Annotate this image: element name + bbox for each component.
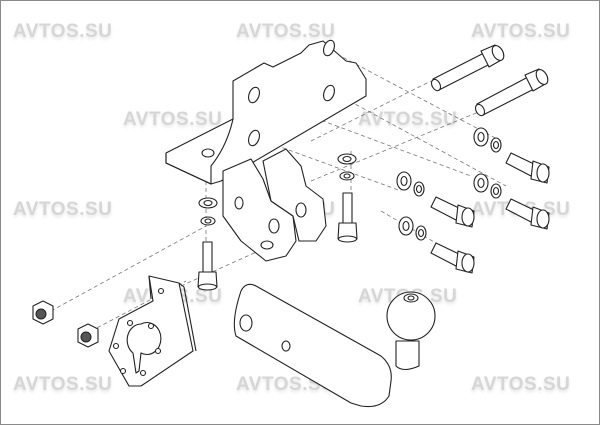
washer-set-3 — [396, 171, 425, 197]
washer-set-6 — [198, 197, 218, 226]
watermark-text: AVTOS.SU — [13, 199, 113, 220]
watermark-text: AVTOS.SU — [358, 109, 458, 130]
socket-plate — [108, 275, 197, 387]
side-plates — [222, 148, 327, 262]
washer-set-4 — [398, 216, 427, 241]
lock-nut-1 — [32, 300, 54, 325]
washers — [198, 127, 502, 241]
long-bolt-1 — [430, 44, 505, 92]
watermark-text: AVTOS.SU — [471, 374, 571, 395]
vertical-bolt-2 — [197, 241, 218, 291]
vertical-bolt-1 — [337, 192, 358, 243]
lock-nut-2 — [77, 323, 99, 348]
short-bolts — [197, 152, 550, 291]
washer-set-1 — [473, 127, 502, 153]
watermark-text: AVTOS.SU — [236, 21, 336, 42]
mounting-bracket — [165, 39, 367, 185]
washer-set-5 — [337, 153, 357, 181]
watermark-text: AVTOS.SU — [123, 109, 223, 130]
long-bolts — [430, 44, 549, 117]
watermark-text: AVTOS.SU — [13, 374, 113, 395]
washer-set-2 — [473, 173, 502, 199]
short-bolt-4 — [430, 242, 475, 274]
tow-ball-bar — [233, 283, 436, 408]
short-bolt-2 — [505, 198, 550, 230]
watermark-text: AVTOS.SU — [13, 21, 113, 42]
long-bolt-2 — [474, 68, 549, 117]
short-bolt-3 — [430, 196, 475, 228]
watermark-text: AVTOS.SU — [471, 21, 571, 42]
lock-nuts — [32, 300, 99, 348]
short-bolt-1 — [505, 152, 550, 184]
